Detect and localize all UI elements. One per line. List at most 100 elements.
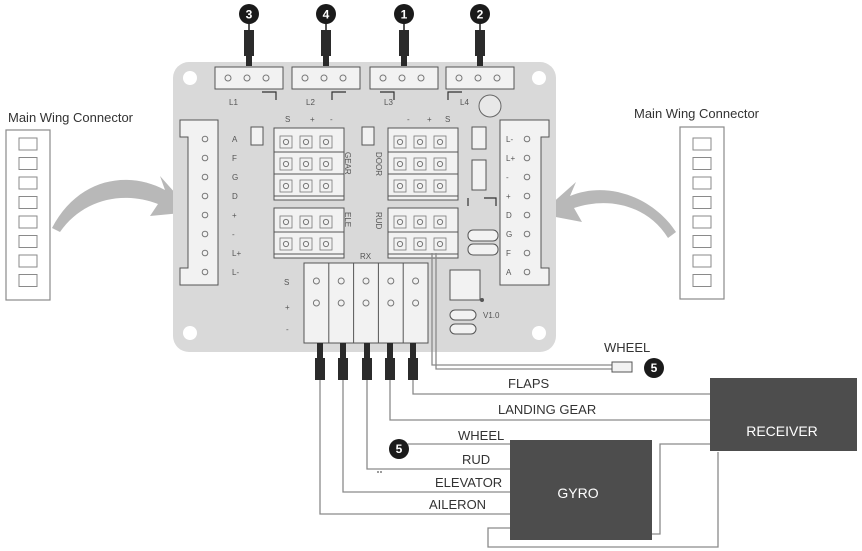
rud-label: RUD <box>374 212 383 230</box>
aileron-wire-label: AILERON <box>429 497 486 512</box>
right-pin-label: G <box>506 230 512 239</box>
top-port-l1: 3L1 <box>214 4 284 107</box>
left-connector-slot <box>18 157 38 170</box>
board-plus-left: + <box>310 115 315 124</box>
right-arrow-icon <box>540 182 676 238</box>
left-pin-label: G <box>232 173 238 182</box>
wheel-wire-label: WHEEL <box>458 428 504 443</box>
rx-header <box>303 262 429 344</box>
left-connector-slot <box>18 176 38 190</box>
port-badge-number: 1 <box>401 8 408 22</box>
right-pin-label: L- <box>506 135 513 144</box>
svg-text:5: 5 <box>651 361 658 375</box>
rud-wire-label: RUD <box>462 452 490 467</box>
right-pin-label: + <box>506 192 511 201</box>
receiver-box: RECEIVER <box>710 378 857 451</box>
port-badge <box>239 4 259 24</box>
right-wing-connector <box>679 126 725 300</box>
port-label: L3 <box>384 98 393 107</box>
left-pin-label: - <box>232 230 235 239</box>
left-pin-label: L- <box>232 268 239 277</box>
rx-plus-label: + <box>285 303 290 312</box>
wires <box>319 253 719 548</box>
rx-plug <box>315 343 325 380</box>
board-marks <box>262 91 497 206</box>
port-badge <box>470 4 490 24</box>
rx-plug <box>362 343 372 380</box>
wheel-wire-badge: 5 <box>389 439 409 459</box>
left-pin-label: F <box>232 154 237 163</box>
board-s-left: S <box>285 115 290 124</box>
left-pin-label: L+ <box>232 249 241 258</box>
landing-gear-label: LANDING GEAR <box>498 402 596 417</box>
right-connector-slot <box>692 157 712 170</box>
left-wing-connector <box>5 129 51 301</box>
rx-label: RX <box>360 252 372 261</box>
gear-label: GEAR <box>343 152 352 175</box>
right-connector-slot <box>692 176 712 190</box>
left-connector-slot <box>18 235 38 248</box>
rud-pin-block <box>387 207 459 259</box>
left-connector-slot <box>18 274 38 287</box>
board-s-right: S <box>445 115 450 124</box>
board-plus-right: + <box>427 115 432 124</box>
rx-plug <box>408 343 418 380</box>
gyro-box: GYRO <box>510 440 652 540</box>
left-connector-slot <box>18 137 38 151</box>
left-connector-slot <box>18 196 38 209</box>
door-label: DOOR <box>374 152 383 176</box>
port-label: L2 <box>306 98 315 107</box>
left-pin-label: D <box>232 192 238 201</box>
top-port-l3: 1L3 <box>369 4 439 107</box>
board-minus-left: - <box>330 115 333 124</box>
left-pin-label: + <box>232 211 237 220</box>
version-label: V1.0 <box>483 311 500 320</box>
left-pin-label: A <box>232 135 238 144</box>
right-connector-slot <box>692 235 712 248</box>
rx-plug <box>385 343 395 380</box>
right-connector-slot <box>692 274 712 287</box>
right-pin-label: - <box>506 173 509 182</box>
receiver-label: RECEIVER <box>746 423 818 439</box>
right-connector-slot <box>692 254 712 268</box>
ele-pin-block <box>273 207 345 259</box>
door-pin-block <box>387 127 459 201</box>
left-connector-label: Main Wing Connector <box>8 110 134 125</box>
board-minus-right: - <box>407 115 410 124</box>
right-connector-slot <box>692 196 712 209</box>
right-pin-label: L+ <box>506 154 515 163</box>
port-badge-number: 2 <box>477 8 484 22</box>
left-arrow-icon <box>52 176 192 232</box>
gear-pin-block <box>273 127 345 201</box>
left-pin-header: A F G D + - L+ L- <box>179 119 241 286</box>
rx-minus-label: - <box>286 325 289 334</box>
gyro-label: GYRO <box>557 485 598 501</box>
board-capacitor <box>478 94 502 118</box>
left-connector-slot <box>18 254 38 268</box>
right-connector-label: Main Wing Connector <box>634 106 760 121</box>
right-pin-label: F <box>506 249 511 258</box>
right-connector-slot <box>692 215 712 229</box>
port-badge <box>316 4 336 24</box>
rx-s-label: S <box>284 278 289 287</box>
elevator-wire-label: ELEVATOR <box>435 475 502 490</box>
rx-plug <box>338 343 348 380</box>
top-port-l2: 4L2 <box>291 4 361 107</box>
right-pin-header: L- L+ - + D G F A <box>499 119 550 286</box>
wheel-plug <box>611 361 633 373</box>
port-badge-number: 4 <box>323 8 330 22</box>
port-badge <box>394 4 414 24</box>
wheel-top-badge: 5 <box>644 358 664 378</box>
right-pin-label: A <box>506 268 512 277</box>
wheel-top-label: WHEEL <box>604 340 650 355</box>
right-pin-label: D <box>506 211 512 220</box>
ele-label: ELE <box>343 212 352 227</box>
right-connector-slot <box>692 137 712 151</box>
left-connector-slot <box>18 215 38 229</box>
port-badge-number: 3 <box>246 8 253 22</box>
svg-text:5: 5 <box>396 442 403 456</box>
top-port-l4: 2L4 <box>445 4 515 107</box>
port-label: L4 <box>460 98 469 107</box>
flaps-label: FLAPS <box>508 376 550 391</box>
